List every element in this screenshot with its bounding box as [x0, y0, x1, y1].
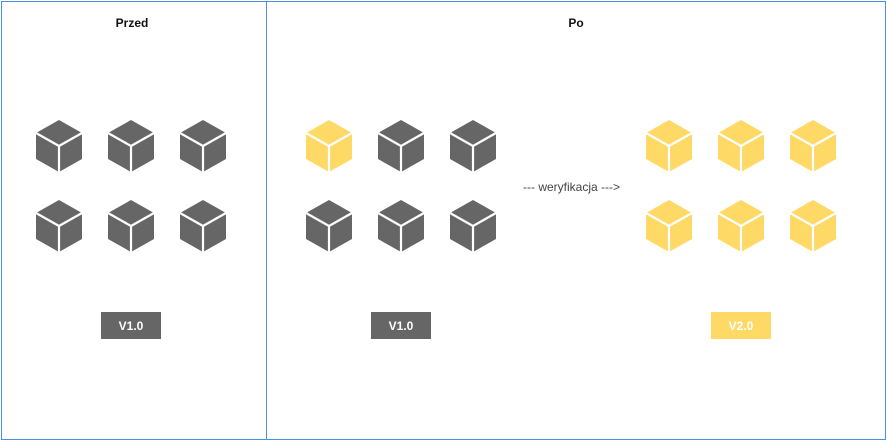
cube-icon	[376, 198, 426, 254]
cube-icon	[788, 118, 838, 174]
cube-icon	[644, 118, 694, 174]
cube-icon	[304, 198, 354, 254]
cube-icon	[644, 198, 694, 254]
cube-icon	[376, 118, 426, 174]
panel-title-before: Przed	[115, 16, 149, 30]
panel-title-after: Po	[568, 16, 584, 30]
cube-icon	[178, 198, 228, 254]
cube-icon	[716, 118, 766, 174]
cube-icon	[178, 118, 228, 174]
cube-icon	[106, 118, 156, 174]
cube-icon	[448, 198, 498, 254]
cube-icon	[106, 198, 156, 254]
cube-icon	[788, 198, 838, 254]
version-badge-before: V1.0	[101, 312, 161, 339]
cube-icon	[716, 198, 766, 254]
cube-icon	[34, 118, 84, 174]
version-badge-old: V1.0	[371, 312, 431, 339]
verification-arrow-label: --- weryfikacja --->	[523, 180, 621, 194]
cube-icon	[448, 118, 498, 174]
cube-icon	[34, 198, 84, 254]
version-badge-new: V2.0	[711, 312, 771, 339]
panel-after	[266, 1, 886, 440]
cube-icon	[304, 118, 354, 174]
